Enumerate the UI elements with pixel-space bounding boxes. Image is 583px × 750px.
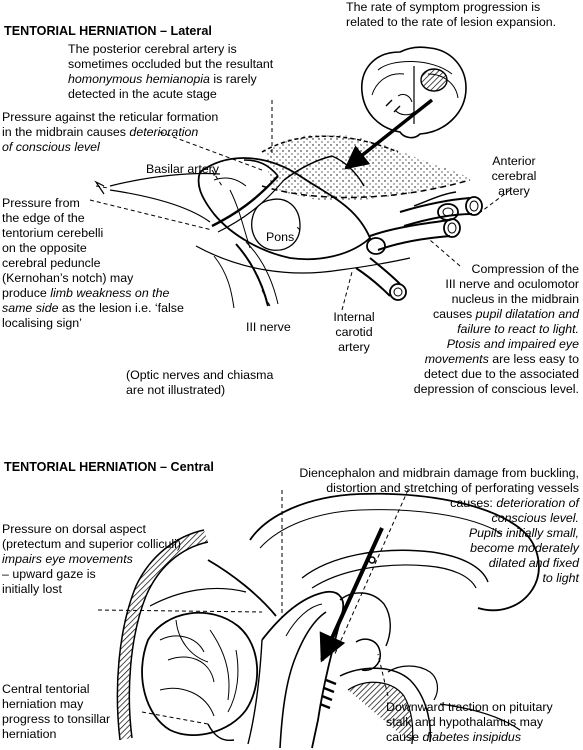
- compression-line-1: Compression of the: [471, 262, 579, 276]
- central-leaders: [97, 489, 409, 725]
- pca-line-4: detected in the acute stage: [68, 87, 217, 101]
- anterior-line-2: cerebral: [491, 169, 537, 183]
- kernohan-line-1: Pressure from: [2, 196, 80, 210]
- compression-line-3: nucleus in the midbrain: [451, 292, 579, 306]
- carotid-line-1: Internal: [333, 310, 375, 324]
- basilar-artery-label: Basilar artery: [146, 162, 219, 176]
- central-title: TENTORIAL HERNIATION – Central: [4, 460, 214, 474]
- pons-label: Pons: [266, 230, 295, 244]
- tonsillar-line-2: herniation may: [2, 697, 84, 711]
- diencephalon-line-6: become moderately: [470, 541, 579, 555]
- diencephalon-line-1: Diencephalon and midbrain damage from bu…: [299, 466, 579, 480]
- pituitary-line-2: stalk and hypothalamus may: [386, 715, 544, 729]
- kernohan-line-5: cerebral peduncle: [2, 256, 101, 270]
- kernohan-line-4: on the opposite: [2, 241, 87, 255]
- diencephalon-line-2: distortion and stretching of perforating…: [326, 481, 579, 495]
- tonsillar-line-1: Central tentorial: [2, 682, 90, 696]
- compression-line-4: causes pupil dilatation and: [432, 307, 579, 321]
- compression-line-6: Ptosis and impaired eye: [446, 337, 579, 351]
- diencephalon-line-8: to light: [542, 571, 579, 585]
- compression-line-2: III nerve and oculomotor: [445, 277, 579, 291]
- pca-line-3: homonymous hemianopia is rarely: [68, 72, 257, 86]
- kernohan-line-6: (Kernohan’s notch) may: [2, 271, 134, 285]
- carotid-line-2: carotid: [335, 325, 373, 339]
- pituitary-line-3: cause diabetes insipidus: [386, 730, 522, 744]
- tonsillar-line-3: progress to tonsillar: [2, 712, 111, 726]
- third-nerve-label: III nerve: [246, 320, 291, 334]
- kernohan-line-7: produce limb weakness on the: [2, 286, 170, 300]
- optic-line-2: are not illustrated): [126, 383, 226, 397]
- compression-line-8: detect due to the associated: [424, 367, 579, 381]
- diencephalon-line-4: conscious level.: [491, 511, 579, 525]
- rate-line-1: The rate of symptom progression is: [346, 0, 541, 14]
- dorsal-line-3: impairs eye movements: [2, 552, 133, 566]
- diencephalon-line-3: causes: deterioration of: [450, 496, 579, 510]
- rate-line-2: related to the rate of lesion expansion.: [346, 15, 557, 29]
- dorsal-line-4: – upward gaze is: [2, 567, 96, 581]
- dorsal-line-1: Pressure on dorsal aspect: [2, 522, 146, 536]
- head-inset: [361, 46, 467, 139]
- compression-line-9: depression of conscious level.: [413, 382, 579, 396]
- kernohan-line-8: same side as the lesion i.e. ‘false: [2, 301, 184, 315]
- dorsal-line-2: (pretectum and superior colliculi): [2, 537, 182, 551]
- anterior-line-3: artery: [498, 184, 530, 198]
- tonsillar-line-4: herniation: [2, 727, 57, 741]
- reticular-line-2: in the midbrain causes deterioration: [2, 125, 199, 139]
- kernohan-line-3: tentorium cerebelli: [2, 226, 104, 240]
- optic-line-1: (Optic nerves and chiasma: [126, 368, 274, 382]
- carotid-line-3: artery: [338, 340, 370, 354]
- diencephalon-line-5: Pupils initially small,: [468, 526, 579, 540]
- kernohan-line-2: the edge of the: [2, 211, 85, 225]
- pituitary-line-1: Downward traction on pituitary: [386, 700, 553, 714]
- reticular-line-1: Pressure against the reticular formation: [2, 110, 219, 124]
- kernohan-line-9: localising sign’: [2, 316, 82, 330]
- pca-line-2: sometimes occluded but the resultant: [68, 57, 274, 71]
- reticular-line-3: of conscious level: [2, 140, 100, 154]
- central-herniation-drawing: [116, 492, 540, 749]
- compression-line-7: movements are less easy to: [424, 352, 579, 366]
- anterior-line-1: Anterior: [492, 154, 536, 168]
- pca-line-1: The posterior cerebral artery is: [68, 42, 237, 56]
- compression-line-5: failure to react to light.: [457, 322, 579, 336]
- lateral-title: TENTORIAL HERNIATION – Lateral: [4, 24, 212, 38]
- dorsal-line-5: initially lost: [2, 582, 62, 596]
- lateral-leaders: [89, 100, 511, 311]
- lateral-herniation-drawing: [94, 134, 483, 309]
- diencephalon-line-7: dilated and fixed: [488, 556, 579, 570]
